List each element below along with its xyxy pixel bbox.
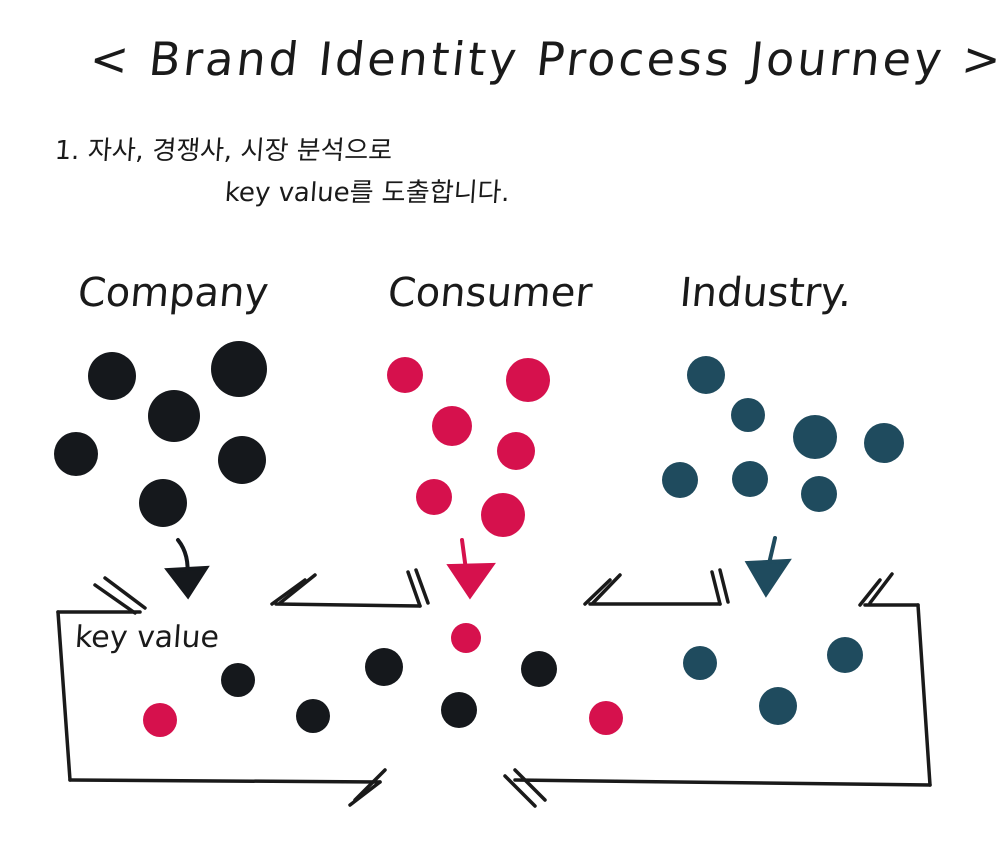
industry-arrow bbox=[744, 536, 792, 598]
consumer-dot bbox=[497, 432, 535, 470]
key-dot-company bbox=[365, 648, 403, 686]
company-dots bbox=[54, 341, 267, 527]
industry-dot bbox=[864, 423, 904, 463]
company-label: Company bbox=[75, 270, 271, 316]
company-arrow bbox=[164, 538, 210, 600]
key-value-label: key value bbox=[73, 620, 221, 655]
industry-dot bbox=[687, 356, 725, 394]
key-dot-consumer bbox=[589, 701, 623, 735]
key-value-container bbox=[56, 568, 932, 808]
consumer-dot bbox=[416, 479, 452, 515]
company-dot bbox=[54, 432, 98, 476]
page-title: < Brand Identity Process Journey > bbox=[87, 32, 1000, 86]
company-dot bbox=[139, 479, 187, 527]
key-dot-industry bbox=[827, 637, 863, 673]
consumer-dot bbox=[432, 406, 472, 446]
key-dot-company bbox=[296, 699, 330, 733]
industry-dot bbox=[732, 461, 768, 497]
consumer-dots bbox=[387, 357, 550, 537]
consumer-dot bbox=[481, 493, 525, 537]
key-dot-consumer bbox=[451, 623, 481, 653]
note-line-1: 1. 자사, 경쟁사, 시장 분석으로 bbox=[53, 136, 394, 166]
key-dot-industry bbox=[683, 646, 717, 680]
company-dot bbox=[218, 436, 266, 484]
industry-dot bbox=[793, 415, 837, 459]
key-value-dots bbox=[143, 623, 863, 737]
industry-dot bbox=[731, 398, 765, 432]
consumer-dot bbox=[387, 357, 423, 393]
industry-label: Industry. bbox=[677, 270, 854, 316]
industry-dot bbox=[801, 476, 837, 512]
industry-dot bbox=[662, 462, 698, 498]
consumer-dot bbox=[506, 358, 550, 402]
note-line-2: key value를 도출합니다. bbox=[223, 178, 511, 208]
consumer-arrow bbox=[446, 538, 496, 600]
key-dot-industry bbox=[759, 687, 797, 725]
company-dot bbox=[148, 390, 200, 442]
consumer-label: Consumer bbox=[385, 270, 594, 316]
key-dot-consumer bbox=[143, 703, 177, 737]
company-dot bbox=[211, 341, 267, 397]
key-dot-company bbox=[441, 692, 477, 728]
industry-dots bbox=[662, 356, 904, 512]
key-dot-company bbox=[521, 651, 557, 687]
company-dot bbox=[88, 352, 136, 400]
key-dot-company bbox=[221, 663, 255, 697]
